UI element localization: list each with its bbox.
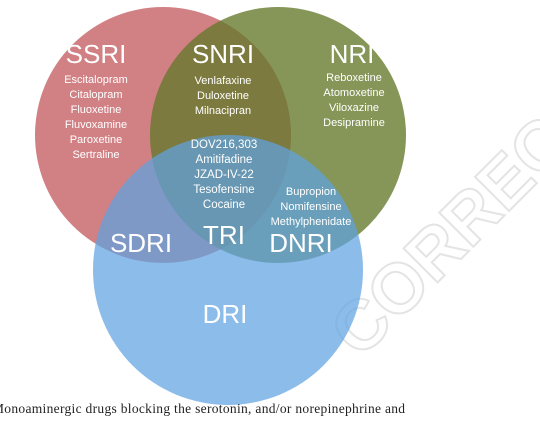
dnri-drug-list: Bupropion Nomifensine Methylphenidate (271, 186, 352, 228)
drug-name: Atomoxetine (323, 87, 384, 99)
drug-name: DOV216,303 (191, 139, 258, 151)
drug-name: Escitalopram (64, 74, 128, 86)
drug-name: Tesofensine (193, 184, 254, 196)
drug-name: Venlafaxine (195, 75, 252, 87)
tri-label: TRI (203, 220, 245, 250)
drug-name: Milnacipran (195, 105, 251, 117)
drug-name: Viloxazine (329, 102, 379, 114)
drug-name: Fluvoxamine (65, 119, 127, 131)
drug-name: Desipramine (323, 117, 385, 129)
ssri-drug-list: Escitalopram Citalopram Fluoxetine Fluvo… (64, 74, 128, 161)
drug-name: Fluoxetine (71, 104, 122, 116)
snri-drug-list: Venlafaxine Duloxetine Milnacipran (195, 75, 252, 117)
drug-name: Sertraline (72, 149, 119, 161)
tri-drug-list: DOV216,303 Amitifadine JZAD-IV-22 Tesofe… (191, 139, 258, 211)
drug-name: Reboxetine (326, 72, 382, 84)
drug-name: Paroxetine (70, 134, 123, 146)
ssri-label: SSRI (66, 39, 127, 69)
drug-name: Duloxetine (197, 90, 249, 102)
drug-name: Nomifensine (280, 201, 341, 213)
dri-circle (93, 135, 363, 405)
dri-label: DRI (203, 299, 248, 329)
drug-name: Citalopram (69, 89, 122, 101)
drug-name: Amitifadine (196, 154, 253, 166)
drug-name: JZAD-IV-22 (194, 169, 253, 181)
nri-drug-list: Reboxetine Atomoxetine Viloxazine Desipr… (323, 72, 385, 129)
drug-name: Methylphenidate (271, 216, 352, 228)
drug-name: Cocaine (203, 199, 245, 211)
snri-label: SNRI (192, 39, 254, 69)
drug-name: Bupropion (286, 186, 336, 198)
figure-caption: Monoaminergic drugs blocking the seroton… (0, 401, 406, 416)
dnri-label: DNRI (269, 228, 333, 258)
nri-label: NRI (330, 39, 375, 69)
sdri-label: SDRI (110, 228, 172, 258)
